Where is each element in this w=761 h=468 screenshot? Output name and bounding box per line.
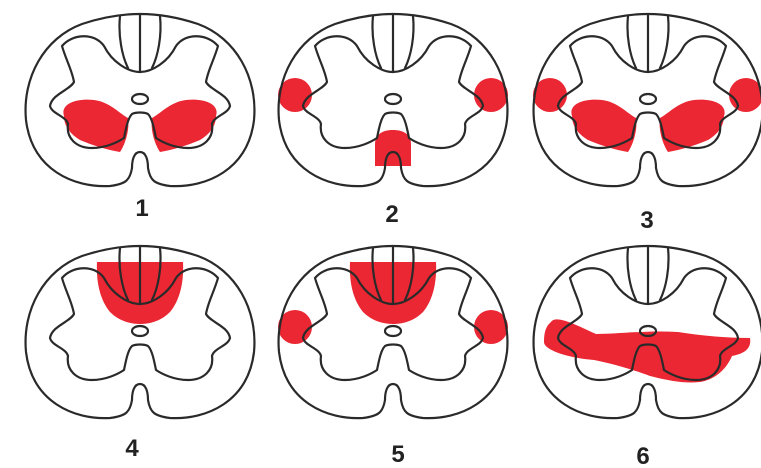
cord-outline bbox=[534, 14, 761, 186]
cord-panel-4: 4 bbox=[26, 246, 255, 462]
cord-outline bbox=[26, 14, 255, 186]
lesion-half-transverse bbox=[544, 319, 750, 382]
cord-outline bbox=[26, 246, 255, 418]
lesion-anterior-horns bbox=[63, 100, 216, 152]
cord-panel-2: 2 bbox=[278, 14, 508, 228]
panel-label: 3 bbox=[640, 207, 653, 234]
panel-label: 4 bbox=[125, 435, 139, 462]
cord-panel-3: 3 bbox=[533, 14, 761, 234]
cord-outline bbox=[279, 246, 508, 418]
panel-label: 2 bbox=[385, 201, 398, 228]
lesion-anterior-horns bbox=[571, 100, 724, 152]
panel-label: 5 bbox=[391, 441, 404, 468]
cord-panel-5: 5 bbox=[278, 246, 508, 468]
panel-label: 6 bbox=[636, 443, 649, 468]
lesion-anterior-median bbox=[375, 130, 411, 166]
panel-label: 1 bbox=[135, 195, 148, 222]
cord-panel-6: 6 bbox=[534, 246, 761, 468]
cord-panel-1: 1 bbox=[26, 14, 255, 222]
